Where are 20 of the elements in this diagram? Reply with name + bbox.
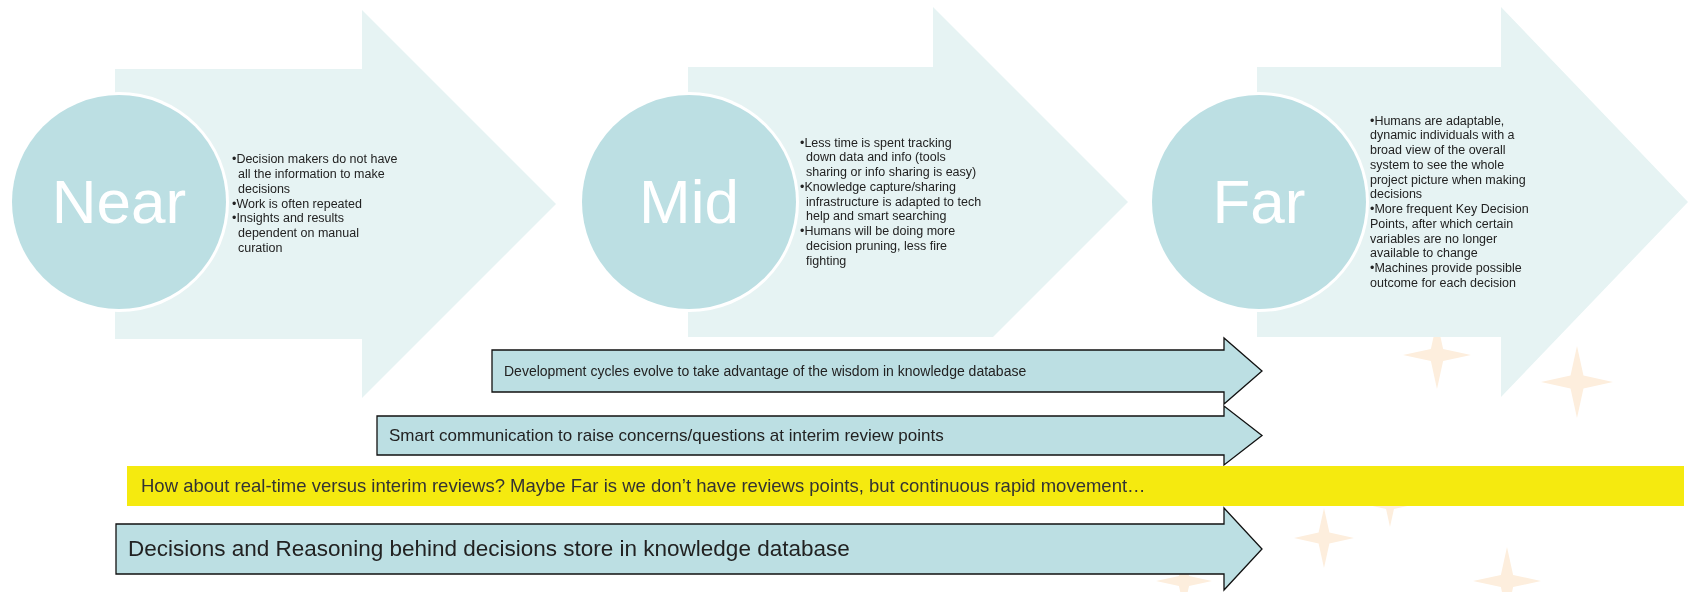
statement-band bbox=[377, 406, 1262, 465]
statement-band bbox=[492, 338, 1262, 404]
stage-label: Near bbox=[51, 171, 187, 233]
bullet-point: •More frequent Key Decision Points, after which certain variables are no longer available to change bbox=[1370, 202, 1530, 261]
bullet-point: •Machines provide possible outcome for each decision bbox=[1370, 261, 1523, 291]
bullet-point: •Humans will be doing more decision pruning, less fire fighting bbox=[800, 224, 957, 269]
arrow-text: Decisions and Reasoning behind decisions store in knowledge database bbox=[128, 536, 850, 562]
bullet-point: •Decision makers do not have all the information to make decisions bbox=[232, 152, 399, 197]
arrow-text: Development cycles evolve to take advantage of the wisdom in knowledge database bbox=[504, 363, 1027, 379]
note-text: How about real-time versus interim reviews? Maybe Far is we don’t have reviews points, but continuous rapid movement… bbox=[141, 475, 1146, 497]
bullet-point: •Humans are adaptable, dynamic individuals with a broad view of the overall system to see the whole project picture when making decisions bbox=[1370, 113, 1527, 202]
statement-band bbox=[116, 508, 1262, 590]
comment-note bbox=[127, 466, 1684, 506]
arrow-text: Smart communication to raise concerns/questions at interim review points bbox=[389, 425, 944, 446]
stage-label: Mid bbox=[639, 171, 739, 233]
bullet-point: •Insights and results dependent on manual curation bbox=[232, 211, 360, 256]
bullet-point: •Less time is spent tracking down data and info (tools sharing or info sharing is easy) bbox=[800, 135, 978, 180]
bullet-point: •Work is often repeated bbox=[232, 196, 363, 212]
bullet-point: •Knowledge capture/sharing infrastructure is adapted to tech help and smart searching bbox=[800, 179, 982, 225]
stage-label: Far bbox=[1212, 171, 1306, 233]
